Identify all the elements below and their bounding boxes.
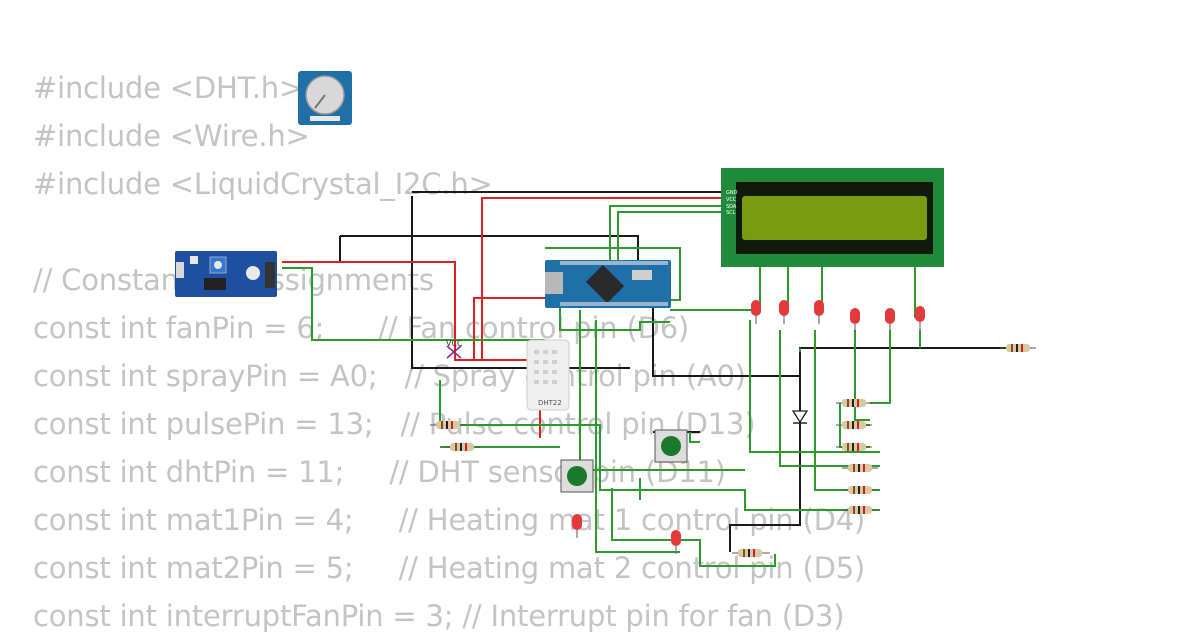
wire-green[interactable]: [595, 320, 680, 553]
code-line: #include <Wire.h>: [33, 119, 310, 153]
wire-green[interactable]: [870, 330, 891, 404]
resistors: [430, 344, 1036, 557]
code-line: #include <LiquidCrystal_I2C.h>: [33, 167, 493, 201]
led[interactable]: [671, 530, 681, 554]
lcd-display[interactable]: GND VCC SDA SCL: [721, 168, 944, 267]
wire-green[interactable]: [617, 211, 722, 262]
led[interactable]: [885, 308, 895, 332]
dht22-label: DHT22: [538, 399, 562, 407]
led[interactable]: [915, 306, 925, 330]
resistor[interactable]: [842, 506, 878, 514]
leds: [572, 300, 925, 554]
resistor[interactable]: [842, 464, 878, 472]
resistor[interactable]: [444, 443, 480, 451]
wire-green[interactable]: [689, 432, 700, 443]
wire-green[interactable]: [559, 300, 670, 331]
resistor[interactable]: [836, 399, 872, 407]
resistor[interactable]: [430, 421, 466, 429]
diode-icon: [791, 410, 809, 424]
resistor[interactable]: [842, 486, 878, 494]
code-line: #include <DHT.h>: [33, 71, 303, 105]
resistor[interactable]: [836, 421, 872, 429]
lcd-pin-label: SCL: [726, 210, 736, 216]
wire-green[interactable]: [749, 320, 880, 453]
pushbutton-1[interactable]: [654, 429, 688, 463]
resistor[interactable]: [1000, 344, 1036, 352]
lcd-pin-label: VCC: [726, 197, 737, 203]
code-line: const int mat1Pin = 4; // Heating mat 1 …: [33, 503, 866, 537]
wire-green[interactable]: [779, 330, 880, 467]
wire-green[interactable]: [609, 205, 722, 262]
code-line: const int fanPin = 6; // Fan control pin…: [33, 311, 690, 345]
wire-red[interactable]: [481, 197, 722, 360]
lcd-pin-label: SDA: [726, 204, 737, 210]
wire-green[interactable]: [611, 488, 776, 567]
code-line: const int mat2Pin = 5; // Heating mat 2 …: [33, 551, 866, 585]
light-sensor-module[interactable]: [175, 251, 277, 297]
pushbutton-2[interactable]: [560, 459, 594, 493]
resistor[interactable]: [732, 549, 770, 557]
code-line: const int interruptFanPin = 3; // Interr…: [33, 599, 845, 633]
led[interactable]: [850, 308, 860, 332]
wire-green[interactable]: [440, 424, 880, 511]
wire-black[interactable]: [652, 300, 801, 552]
wire-red[interactable]: [282, 261, 545, 361]
potentiometer[interactable]: [298, 71, 352, 125]
arduino-nano[interactable]: [545, 260, 671, 308]
resistor[interactable]: [836, 443, 872, 451]
led[interactable]: [751, 300, 761, 324]
led[interactable]: [572, 514, 582, 538]
dht22-sensor[interactable]: DHT22: [526, 339, 570, 411]
led[interactable]: [779, 300, 789, 324]
lcd-pin-label: GND: [726, 190, 738, 196]
wire-green[interactable]: [854, 330, 870, 421]
vcc-marker: VCC: [446, 339, 463, 359]
led[interactable]: [814, 300, 824, 324]
wire-black[interactable]: [340, 235, 639, 262]
vcc-label: VCC: [446, 339, 463, 348]
wire-green[interactable]: [545, 247, 681, 301]
lcd-pin-labels: GND VCC SDA SCL: [726, 190, 738, 216]
wire-green[interactable]: [282, 267, 545, 341]
wire-black[interactable]: [799, 347, 1030, 376]
